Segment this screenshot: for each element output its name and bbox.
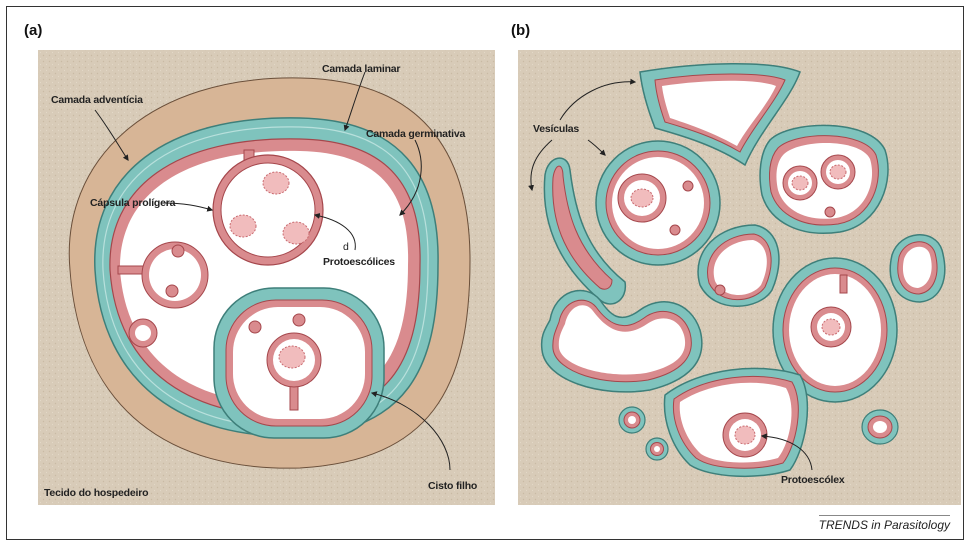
vesicle-tiny-3 xyxy=(862,410,898,444)
vesicle-tiny-2 xyxy=(646,438,668,460)
label-camada-adventicia: Camada adventícia xyxy=(51,94,143,106)
journal-brand: TRENDS in Parasitology xyxy=(819,515,950,532)
panel-label-b: (b) xyxy=(511,22,530,39)
label-camada-laminar: Camada laminar xyxy=(322,63,400,75)
label-d: d xyxy=(343,241,349,253)
vesicle-bottom xyxy=(664,368,807,476)
panel-label-a: (a) xyxy=(24,22,42,39)
label-camada-germinativa: Camada germinativa xyxy=(366,128,465,140)
label-protoescolex: Protoescólex xyxy=(781,474,845,486)
label-protoescolices: Protoescólices xyxy=(323,256,395,268)
vesicle-upper-right xyxy=(760,125,888,233)
label-tecido-hospedeiro: Tecido do hospedeiro xyxy=(44,487,148,499)
vesicle-upper-center xyxy=(596,141,720,265)
daughter-cyst xyxy=(214,288,384,438)
vesicle-small-right xyxy=(890,235,945,302)
label-vesiculas: Vesículas xyxy=(533,123,579,135)
small-vesicle-a xyxy=(129,319,157,347)
label-capsula-proligera: Cápsula prolígera xyxy=(90,197,175,209)
vesicle-tiny-1 xyxy=(619,407,645,433)
label-cisto-filho: Cisto filho xyxy=(428,480,477,492)
